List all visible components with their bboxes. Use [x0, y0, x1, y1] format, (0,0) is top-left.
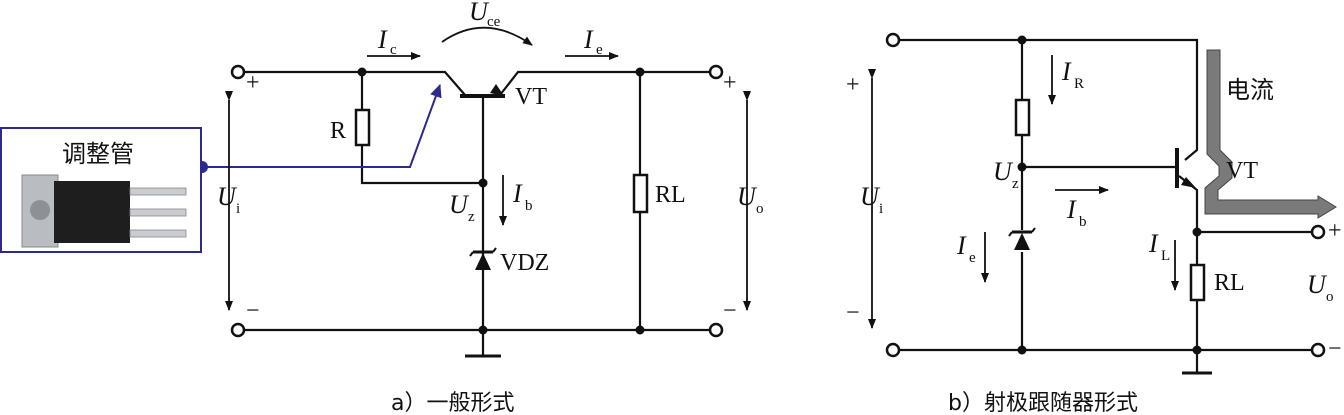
b-label-rl: RL: [1214, 270, 1245, 296]
b-label-uz: U: [993, 157, 1014, 186]
label-subscript: ce: [487, 14, 501, 30]
b-label-uo: U: [1307, 270, 1328, 299]
wire-top-left: [244, 70, 466, 96]
label-subscript: −: [1328, 336, 1342, 362]
b-label-ie: I: [956, 231, 967, 260]
input-terminal-negative: [230, 322, 246, 338]
b-label-il: I: [1148, 229, 1159, 258]
b-input-terminal-positive: [885, 32, 901, 48]
zener-diode-vdz: [469, 247, 497, 270]
label-subscript: +: [846, 72, 860, 98]
arrow-uce: [441, 26, 533, 46]
label-ic: I: [377, 25, 388, 54]
label-subscript: z: [1012, 176, 1019, 192]
output-terminal-negative: [708, 322, 724, 338]
diagram-b: 电流 VT RL I R U z I b I e I L U i U o + −…: [846, 32, 1342, 415]
label-subscript: o: [1326, 289, 1334, 305]
label-subscript: −: [246, 298, 260, 324]
label-ib: I: [512, 179, 523, 208]
label-subscript: e: [596, 42, 603, 58]
label-subscript: R: [1074, 76, 1084, 92]
caption-a: a）一般形式: [391, 391, 514, 415]
label-uce: U: [469, 0, 490, 26]
label-subscript: z: [468, 209, 475, 225]
label-vdz: VDZ: [500, 250, 549, 276]
label-subscript: −: [723, 298, 737, 324]
current-flow-arrow: [1204, 49, 1337, 219]
output-terminal-positive: [708, 64, 724, 80]
label-subscript: −: [846, 300, 860, 326]
b-label-ir: I: [1061, 57, 1072, 86]
b-zener-diode: [1008, 227, 1036, 250]
b-output-terminal-positive: [1310, 224, 1326, 240]
label-r: R: [330, 118, 346, 144]
label-subscript: c: [390, 42, 397, 58]
input-terminal-positive: [230, 64, 246, 80]
label-current: 电流: [1226, 76, 1274, 104]
label-subscript: b: [1079, 214, 1087, 230]
label-subscript: +: [723, 70, 737, 96]
label-subscript: +: [246, 70, 260, 96]
b-transistor-vt: [1175, 148, 1199, 232]
label-uo: U: [737, 182, 758, 211]
callout-arrow: [206, 84, 442, 168]
b-label-vt: VT: [1226, 158, 1258, 184]
callout-label: 调整管: [62, 140, 134, 168]
label-subscript: o: [756, 201, 764, 217]
b-label-ib: I: [1066, 195, 1077, 224]
wire-top-right: [499, 70, 710, 96]
label-ui: U: [217, 182, 238, 211]
resistor-rl: [632, 173, 649, 214]
b-resistor-rl: [1189, 263, 1206, 302]
label-subscript: b: [525, 198, 533, 214]
transistor-vt: [460, 84, 505, 330]
resistor-r: [354, 108, 371, 147]
component-callout: 调整管: [0, 127, 202, 253]
label-subscript: L: [1161, 248, 1170, 264]
diagram-a: R VT VDZ RL I c U ce I e I b U z U i U o…: [196, 0, 764, 415]
label-vt: VT: [515, 84, 547, 110]
label-ie: I: [583, 25, 594, 54]
label-subscript: e: [969, 250, 976, 266]
b-label-ui: U: [860, 182, 881, 211]
b-output-terminal-negative: [1310, 342, 1326, 358]
b-resistor-r: [1014, 98, 1031, 137]
label-uz: U: [449, 190, 470, 219]
label-subscript: +: [1328, 218, 1342, 244]
caption-b: b）射极跟随器形式: [948, 391, 1138, 415]
b-input-terminal-negative: [885, 342, 901, 358]
label-subscript: i: [879, 201, 883, 217]
label-subscript: i: [236, 201, 240, 217]
label-rl: RL: [655, 182, 686, 208]
to220-component-image: [21, 174, 187, 248]
